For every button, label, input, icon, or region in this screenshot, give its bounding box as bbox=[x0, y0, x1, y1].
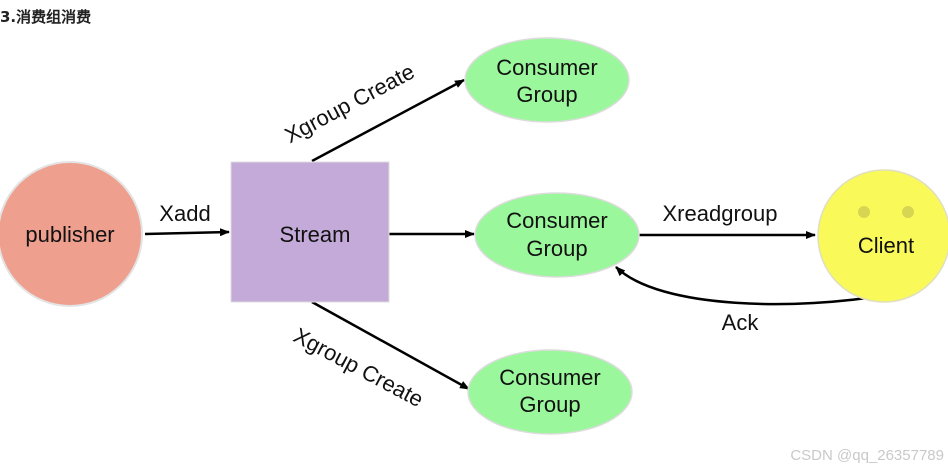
edge-xgroup-create-bottom bbox=[311, 300, 470, 391]
stream-node: Stream bbox=[230, 161, 390, 303]
consumer-group-mid: Consumer Group bbox=[474, 192, 640, 278]
consumer-group-bottom: Consumer Group bbox=[467, 349, 633, 435]
client-node: Client bbox=[817, 169, 948, 303]
label-ack: Ack bbox=[722, 310, 760, 335]
consumer-group-mid-line1: Consumer bbox=[506, 208, 607, 233]
consumer-group-bottom-line2: Group bbox=[519, 392, 580, 417]
stream-label: Stream bbox=[280, 222, 351, 247]
watermark: CSDN @qq_26357789 bbox=[790, 447, 944, 464]
consumer-group-top-line1: Consumer bbox=[496, 55, 597, 80]
label-xgroup-create-top: Xgroup Create bbox=[280, 59, 418, 148]
consumer-group-top-line2: Group bbox=[516, 82, 577, 107]
publisher-label: publisher bbox=[25, 222, 114, 247]
client-label: Client bbox=[858, 233, 914, 258]
edge-xadd bbox=[144, 228, 230, 237]
page-heading: 3.消费组消费 bbox=[0, 8, 92, 26]
label-xgroup-create-bottom: Xgroup Create bbox=[289, 323, 427, 412]
label-xadd: Xadd bbox=[159, 201, 210, 226]
consumer-group-bottom-line1: Consumer bbox=[499, 365, 600, 390]
consumer-group-mid-line2: Group bbox=[526, 236, 587, 261]
label-xreadgroup: Xreadgroup bbox=[663, 201, 778, 226]
client-left-eye bbox=[858, 206, 870, 218]
consumer-group-top: Consumer Group bbox=[464, 37, 630, 123]
publisher-node: publisher bbox=[0, 161, 143, 307]
edge-xgroup-create-top bbox=[311, 78, 465, 163]
client-right-eye bbox=[902, 206, 914, 218]
edge-ack bbox=[615, 266, 887, 306]
